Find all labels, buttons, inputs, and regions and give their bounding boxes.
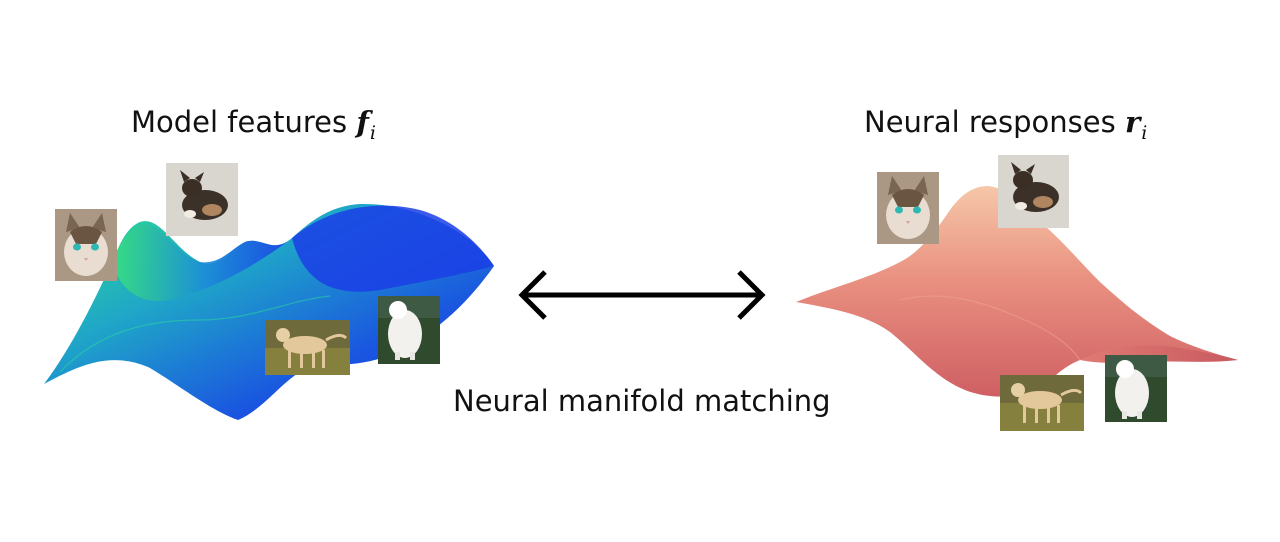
thumb-cat-lying-right [998, 155, 1069, 228]
left-manifold [44, 203, 494, 420]
model-features-title: Model features fi [131, 105, 376, 144]
thumb-fluffy-dog-right [1105, 355, 1167, 422]
thumb-cat-lying-left [166, 163, 238, 236]
thumb-golden-dog-left [265, 320, 350, 375]
manifold-matching-label: Neural manifold matching [453, 384, 831, 418]
thumb-cat-face-left [55, 209, 117, 281]
thumb-cat-face-right [877, 172, 939, 244]
thumb-fluffy-dog-left [378, 296, 440, 364]
double-arrow-icon [518, 270, 766, 320]
model-features-symbol: f [356, 105, 369, 139]
model-features-subscript: i [369, 122, 376, 144]
neural-responses-subscript: i [1141, 122, 1148, 144]
thumb-golden-dog-right [1000, 375, 1084, 431]
neural-responses-title: Neural responses ri [864, 105, 1147, 144]
model-features-text: Model features [131, 105, 357, 139]
neural-responses-text: Neural responses [864, 105, 1125, 139]
neural-responses-symbol: r [1124, 105, 1141, 139]
